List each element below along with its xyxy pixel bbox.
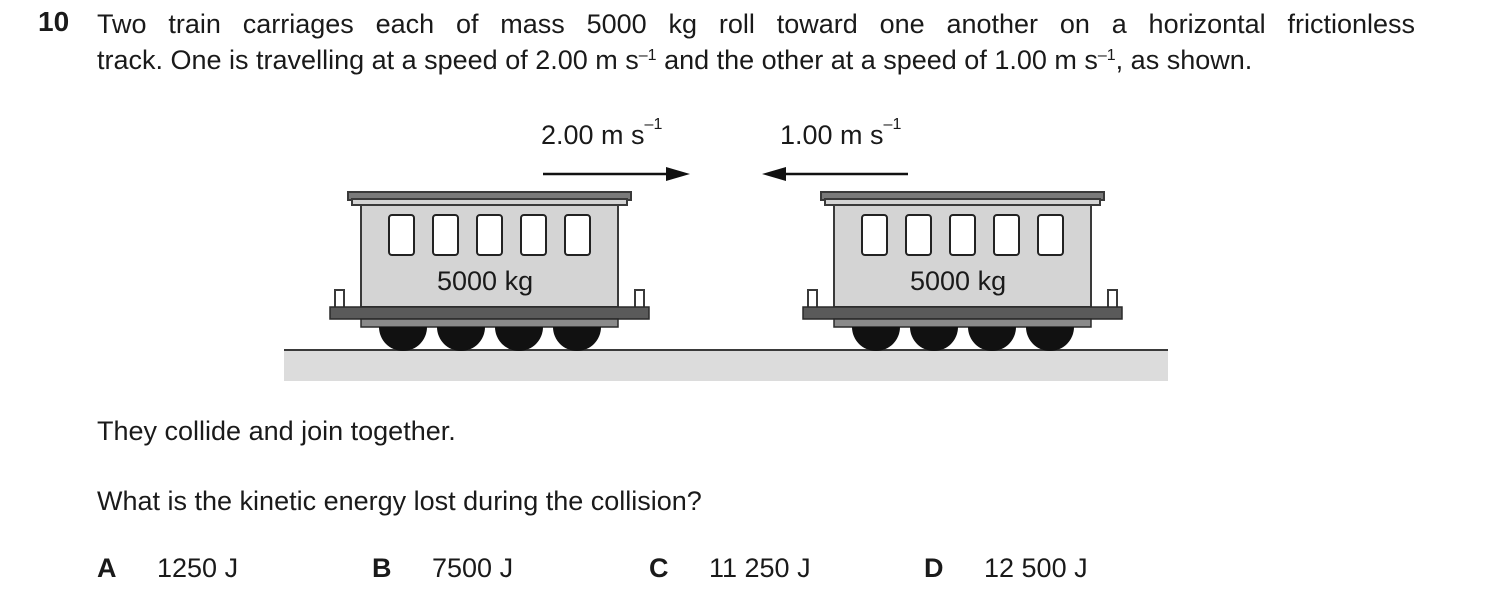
right-velocity-label: 1.00 m s–1 (780, 116, 902, 150)
wheel (968, 327, 1016, 351)
option-value: 12 500 J (984, 553, 1088, 583)
wheel (852, 327, 900, 351)
wheel (553, 327, 601, 351)
option-b[interactable]: B 7500 J (372, 553, 513, 584)
unit-exponent-1: –1 (638, 47, 657, 64)
option-letter: C (649, 553, 669, 583)
option-c[interactable]: C 11 250 J (649, 553, 811, 584)
option-letter: A (97, 553, 117, 583)
right-carriage (802, 191, 1123, 351)
wheel (910, 327, 958, 351)
right-mass-label: 5000 kg (910, 266, 1007, 296)
wheel (437, 327, 485, 351)
option-value: 1250 J (157, 553, 239, 583)
option-letter: B (372, 553, 392, 583)
left-carriage (329, 191, 650, 351)
left-velocity-label: 2.00 m s–1 (541, 116, 663, 150)
line2-text-a: track. One is travelling at a speed of 2… (97, 45, 639, 75)
unit-exponent-2: –1 (1097, 47, 1116, 64)
wheel (495, 327, 543, 351)
collision-statement: They collide and join together. (97, 416, 456, 446)
wheel (379, 327, 427, 351)
question-line-2: track. One is travelling at a speed of 2… (97, 42, 1415, 78)
option-a[interactable]: A 1250 J (97, 553, 238, 584)
question-stem: Two train carriages each of mass 5000 kg… (97, 6, 1415, 78)
wheel (1026, 327, 1074, 351)
option-value: 7500 J (432, 553, 514, 583)
question-number: 10 (38, 6, 70, 37)
right-arrow-icon (543, 167, 690, 181)
track (284, 350, 1168, 381)
option-d[interactable]: D 12 500 J (924, 553, 1088, 584)
option-value: 11 250 J (709, 553, 811, 583)
left-arrow-icon (762, 167, 908, 181)
left-mass-label: 5000 kg (437, 266, 534, 296)
line2-text-c: , as shown. (1115, 45, 1253, 75)
question-prompt: What is the kinetic energy lost during t… (97, 486, 702, 516)
question-line-1: Two train carriages each of mass 5000 kg… (97, 9, 1415, 39)
option-letter: D (924, 553, 944, 583)
line2-text-b: and the other at a speed of 1.00 m s (656, 45, 1098, 75)
